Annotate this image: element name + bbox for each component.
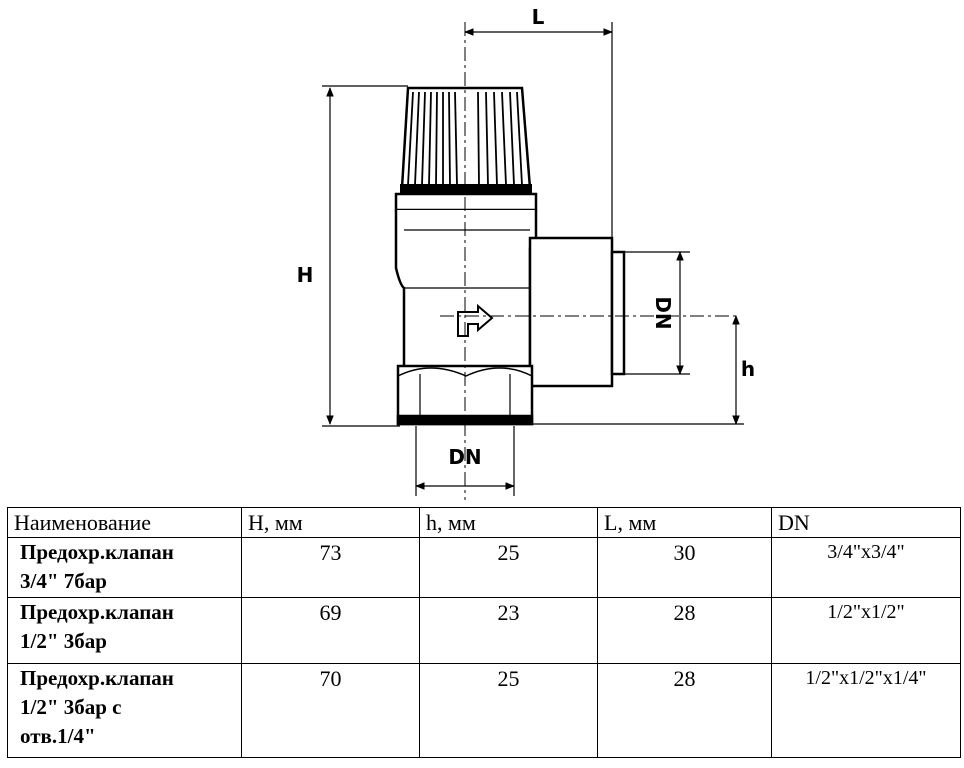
header-H: H, мм [241, 507, 420, 538]
valve-body [394, 192, 538, 370]
header-DN: DN [771, 507, 961, 538]
row-DN: 3/4"x3/4" [771, 537, 961, 598]
spec-table: Наименование H, мм h, мм L, мм DN Предох… [7, 507, 961, 758]
row-DN: 1/2"x1/2" [771, 597, 961, 664]
flow-arrow-icon [457, 303, 494, 337]
row-h: 23 [419, 597, 598, 664]
row-H: 70 [241, 663, 420, 758]
valve-technical-drawing: L H h DN DN [297, 5, 755, 500]
row-H: 69 [241, 597, 420, 664]
row-h: 25 [419, 537, 598, 598]
row-DN: 1/2"x1/2"x1/4" [771, 663, 961, 758]
center-lines [440, 22, 740, 500]
header-h: h, мм [419, 507, 598, 538]
dim-label-dn-right: DN [651, 296, 675, 329]
dimension-lines [322, 22, 744, 496]
valve-side-outlet [528, 236, 626, 388]
header-L: L, мм [597, 507, 772, 538]
valve-hex-nut [396, 364, 534, 426]
table-header-row: Наименование H, мм h, мм L, мм DN [7, 507, 961, 538]
row-H: 73 [241, 537, 420, 598]
dim-label-H: H [297, 263, 314, 287]
row-L: 28 [597, 597, 772, 664]
dim-label-L: L [532, 5, 545, 29]
header-name: Наименование [7, 507, 242, 538]
row-h: 25 [419, 663, 598, 758]
row-L: 30 [597, 537, 772, 598]
row-L: 28 [597, 663, 772, 758]
dim-label-h: h [741, 357, 755, 381]
valve-cap [400, 86, 532, 194]
dim-label-dn-bottom: DN [448, 445, 481, 469]
